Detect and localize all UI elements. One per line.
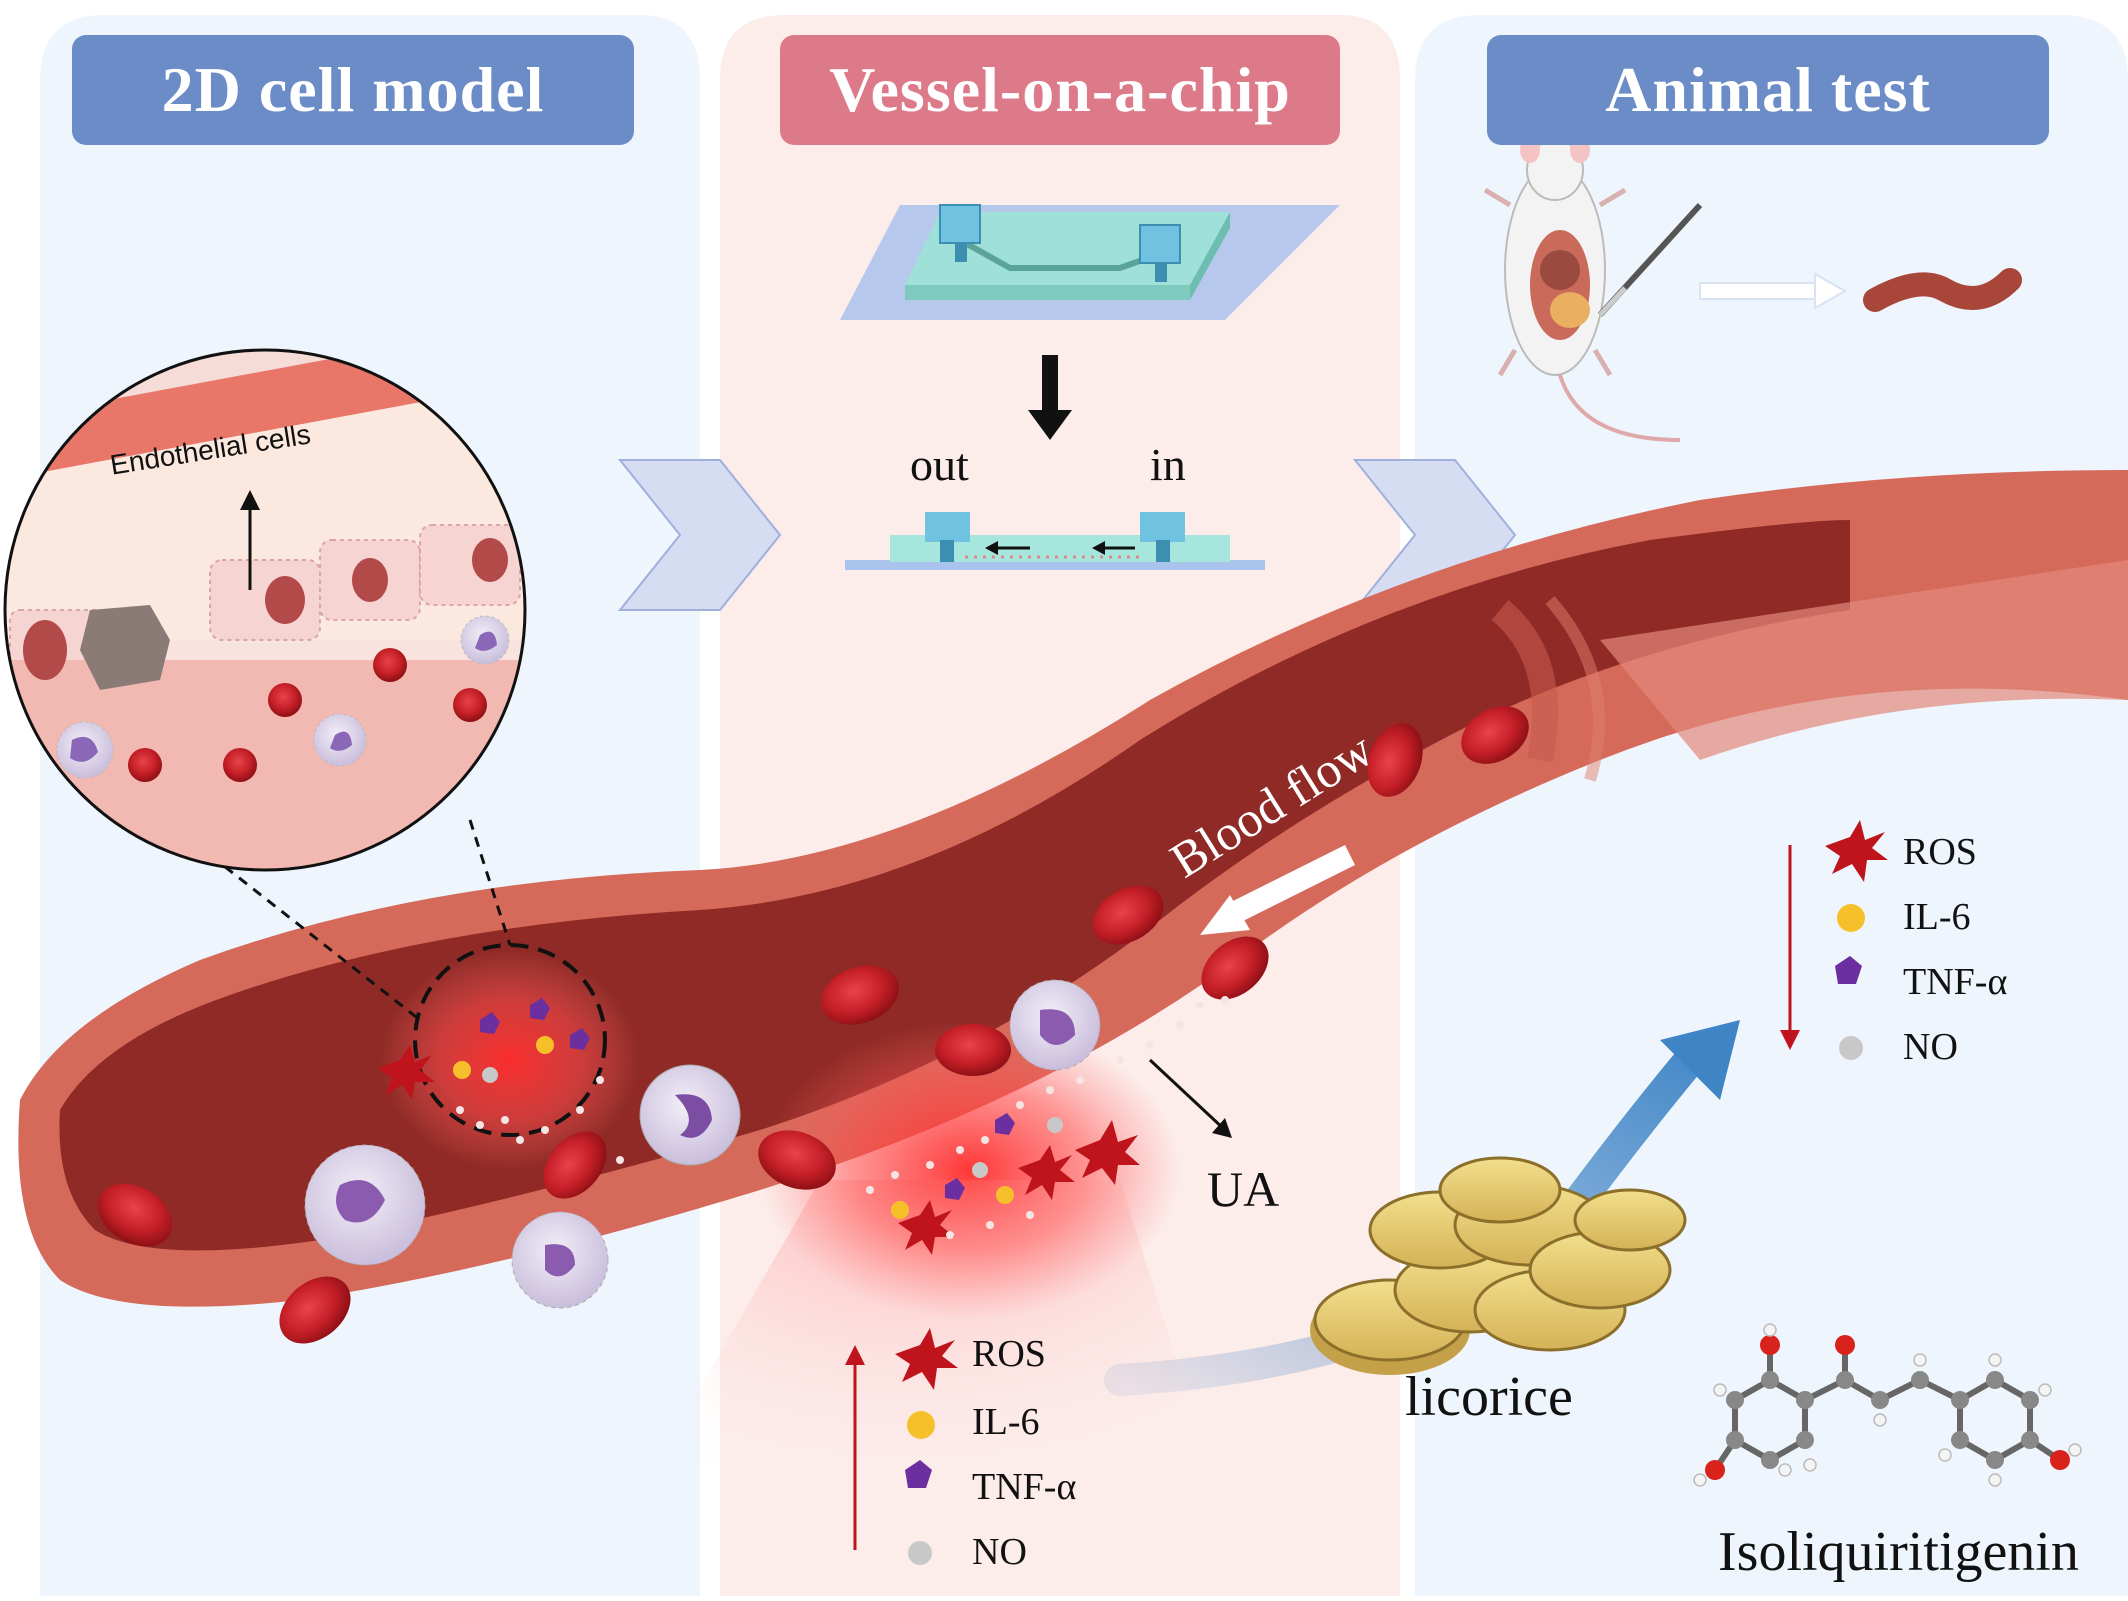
chevron-arrow-1 [617,459,782,611]
vessel-segment-icon [1863,268,2022,312]
legend-up-tnf-label: TNF-α [972,1466,1077,1508]
ua-arrow [1148,1058,1232,1138]
licorice-slices [1310,1156,1687,1375]
mouse-illustration [1483,137,1703,442]
legend-down-no-icon [1839,1036,1863,1060]
inflammation-markers [378,996,1229,1255]
zoom-callout [5,350,525,870]
legend-up-il6-icon [907,1411,935,1439]
chip-out-label: out [910,439,969,490]
legend-down-no-label: NO [1903,1026,1958,1068]
legend-down-il6-icon [1837,904,1865,932]
legend-up-il6-label: IL-6 [972,1401,1040,1443]
molecule-atoms [1693,1323,2082,1487]
compound-label: Isoliquiritigenin [1718,1521,2079,1583]
legend-down-ros-label: ROS [1903,831,1977,873]
uric-acid-label: UA [1207,1161,1280,1217]
down-arrow [1028,355,1072,440]
chip-device-3d [840,204,1340,320]
legend-down-tnf-icon [1835,956,1862,984]
legend-down-tnf-label: TNF-α [1903,961,2008,1003]
zoom-target-circle [413,943,607,1137]
legend-up-ros-label: ROS [972,1333,1046,1375]
chip-cross-section [845,512,1265,570]
legend-up-no-label: NO [972,1531,1027,1573]
header-2d-cell-model: 2D cell model [72,35,634,145]
legend-up-ros-icon [895,1328,958,1390]
white-blood-cells [304,979,1101,1309]
legend-up-no-icon [908,1541,932,1565]
legend-down-ros-icon [1825,820,1888,882]
licorice-label: licorice [1405,1366,1573,1428]
white-arrow [1699,272,1848,310]
red-blood-cells [97,706,1529,1344]
zoom-line-right [468,819,512,946]
glow-cone [580,1180,1250,1596]
legend-down-il6-label: IL-6 [1903,896,1971,938]
header-vessel-on-chip: Vessel-on-a-chip [780,35,1340,145]
header-animal-test: Animal test [1487,35,2049,145]
legend-up-tnf-icon [905,1460,932,1488]
chip-in-label: in [1150,439,1186,490]
zoom-callout-border [3,348,527,872]
inflammation-glow-1 [380,950,640,1170]
blood-flow-arrow [1200,845,1355,935]
